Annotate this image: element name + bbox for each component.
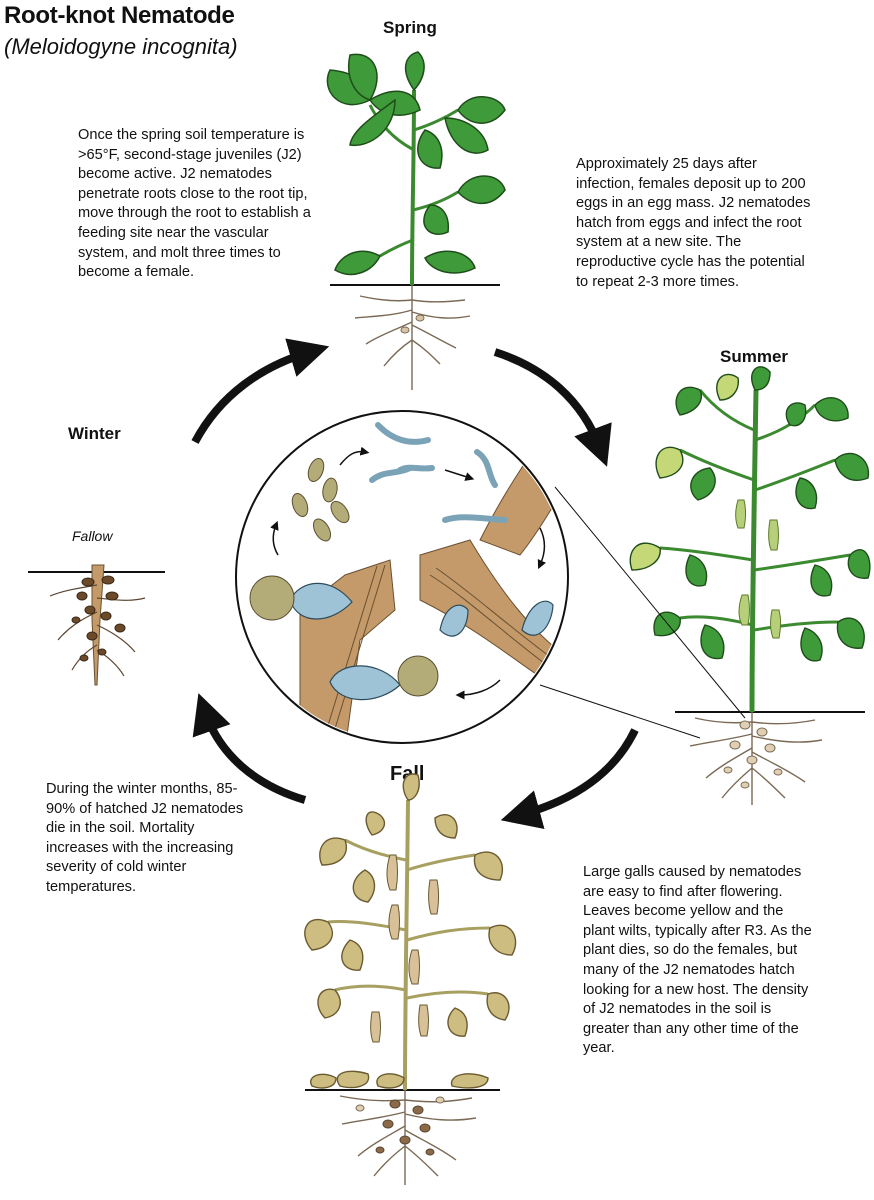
season-label-spring: Spring [383,18,437,37]
cycle-arrow-winter-to-spring [191,338,330,444]
fall-description: Large galls caused by nematodes are easy… [583,864,812,1057]
spring-description: Once the spring soil temperature is >65°… [78,127,311,281]
season-label-summer: Summer [720,347,789,366]
cycle-arrow-spring-to-summer [493,348,612,467]
diagram-subtitle: (Meloidogyne incognita) [4,34,238,59]
summer-description: Approximately 25 days after infection, f… [576,156,811,290]
cycle-arrow-summer-to-fall [500,728,639,830]
summer-plant-illustration [629,366,871,805]
spring-plant-illustration [326,51,506,390]
season-label-winter: Winter [68,424,121,443]
magnified-lifecycle-circle [235,410,746,744]
fallow-label: Fallow [72,528,113,544]
fallow-root-illustration [28,564,165,686]
cycle-arrow-fall-to-winter [192,693,307,804]
diagram-title: Root-knot Nematode [4,2,235,29]
fall-plant-illustration [304,773,517,1185]
winter-description: During the winter months, 85-90% of hatc… [46,781,244,895]
